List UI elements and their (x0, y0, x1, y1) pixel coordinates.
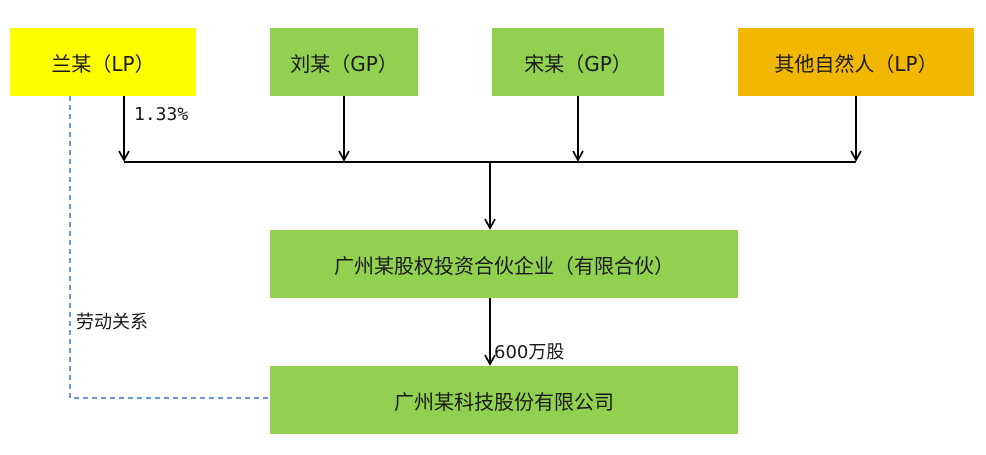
label-labor-relation: 劳动关系 (76, 312, 148, 333)
labor-relation-dashed-line (69, 96, 270, 399)
node-lan-lp: 兰某（LP） (10, 28, 196, 96)
node-company: 广州某科技股份有限公司 (270, 366, 738, 434)
node-other-natural-persons-lp: 其他自然人（LP） (738, 28, 974, 96)
label-share-percent: 1.33% (134, 104, 189, 125)
node-partnership: 广州某股权投资合伙企业（有限合伙） (270, 230, 738, 298)
label-shares: 600万股 (494, 342, 565, 363)
node-liu-gp: 刘某（GP） (270, 28, 418, 96)
node-song-gp: 宋某（GP） (492, 28, 664, 96)
